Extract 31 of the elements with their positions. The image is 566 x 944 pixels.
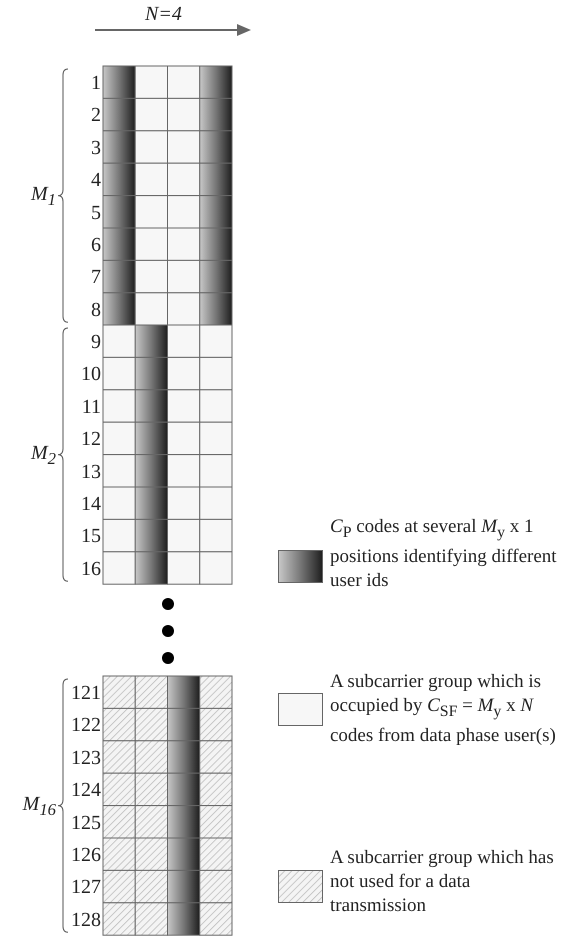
row-number: 127 [71, 876, 101, 898]
row-number: 6 [91, 234, 101, 256]
group-label: M$_{16}$ [22, 792, 56, 821]
row-number: 124 [71, 779, 101, 802]
row-number: 14 [81, 493, 101, 515]
row-number: 15 [81, 525, 101, 548]
row-number: 3 [91, 136, 101, 159]
axis-label: N=4 [145, 3, 182, 25]
row-number: 10 [81, 363, 101, 386]
row-number: 1 [91, 72, 101, 94]
row-number: 5 [91, 202, 101, 224]
group-label: M$_{2}$ [31, 442, 56, 470]
row-number: 126 [71, 844, 101, 866]
row-number: 9 [91, 331, 101, 353]
row-number: 122 [71, 714, 101, 736]
row-number: 13 [81, 460, 101, 483]
legend-text: A subcarrier group which is occupied by C$_{SF}$ = M$_{y}$ x N codes from data phase user(s) [330, 670, 557, 748]
row-number: 123 [71, 746, 101, 769]
row-number: 121 [71, 682, 101, 704]
row-number: 2 [91, 104, 101, 126]
row-number: 8 [91, 298, 101, 321]
row-number: 7 [91, 266, 101, 288]
legend-text: A subcarrier group which has not used for a data transmission [330, 846, 555, 918]
group-label: M$_{1}$ [31, 182, 56, 211]
row-number: 11 [82, 396, 101, 418]
row-number: 12 [81, 428, 101, 450]
legend-text: C$_{P}$ codes at several M$_{y}$ x 1 positions identifying different user ids [330, 515, 558, 593]
row-number: 125 [71, 812, 101, 834]
row-number: 4 [91, 169, 101, 192]
row-number: 128 [71, 908, 101, 931]
row-number: 16 [81, 558, 101, 580]
